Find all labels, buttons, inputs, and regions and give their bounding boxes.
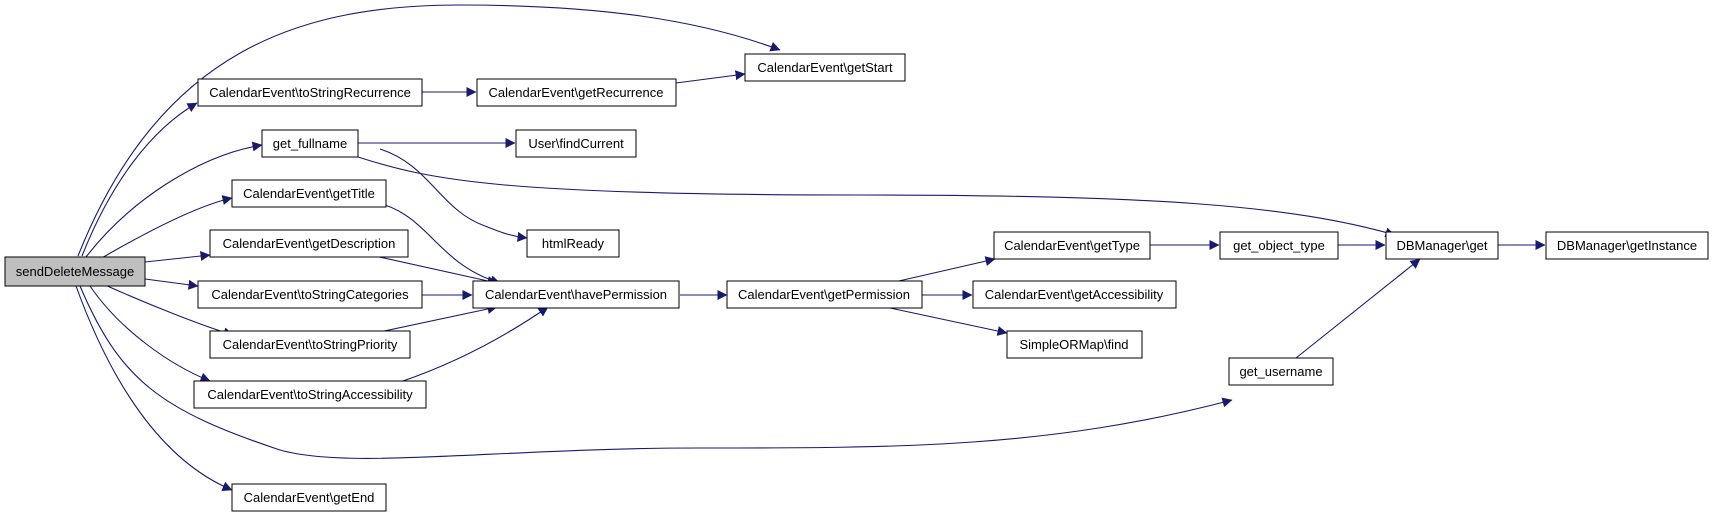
edge-get-title-to-have-permission bbox=[384, 204, 501, 286]
node-label: get_object_type bbox=[1233, 238, 1325, 253]
node-label: CalendarEvent\getPermission bbox=[738, 287, 910, 302]
node-html-ready[interactable]: htmlReady bbox=[526, 229, 620, 258]
node-label: CalendarEvent\toStringCategories bbox=[211, 287, 409, 302]
node-to-string-categories[interactable]: CalendarEvent\toStringCategories bbox=[197, 280, 423, 309]
node-box bbox=[972, 280, 1177, 309]
node-dbmanager-get-instance[interactable]: DBManager\getInstance bbox=[1545, 231, 1709, 260]
node-box bbox=[1219, 231, 1339, 260]
edge-send-delete-message-to-get-title bbox=[99, 195, 233, 260]
node-box bbox=[515, 129, 637, 158]
node-box bbox=[526, 229, 620, 258]
node-to-string-accessibility[interactable]: CalendarEvent\toStringAccessibility bbox=[193, 380, 427, 409]
edge-send-delete-message-to-get-description bbox=[144, 251, 211, 263]
edge-send-delete-message-to-to-string-accessibility bbox=[89, 285, 211, 383]
node-box bbox=[1385, 231, 1499, 260]
node-get-permission[interactable]: CalendarEvent\getPermission bbox=[726, 280, 923, 309]
node-box bbox=[744, 53, 906, 82]
edge-send-delete-message-to-to-string-categories bbox=[144, 278, 199, 290]
node-label: CalendarEvent\getRecurrence bbox=[489, 85, 664, 100]
node-label: SimpleORMap\find bbox=[1019, 337, 1128, 352]
node-label: CalendarEvent\getStart bbox=[757, 60, 893, 75]
node-box bbox=[231, 483, 387, 512]
edge-get-permission-to-simple-ormap-find bbox=[889, 307, 1008, 336]
edge-get-fullname-to-dbmanager-get bbox=[357, 156, 1396, 238]
node-box bbox=[209, 330, 411, 359]
edges bbox=[75, 4, 1546, 491]
node-box bbox=[1228, 357, 1334, 386]
edge-get-username-to-dbmanager-get bbox=[1295, 258, 1421, 359]
edge-send-delete-message-to-to-string-recurrence bbox=[81, 102, 198, 257]
edge-send-delete-message-to-get-fullname bbox=[85, 141, 263, 258]
node-box bbox=[726, 280, 923, 309]
edge-send-delete-message-to-get-start bbox=[77, 4, 781, 257]
node-get-description[interactable]: CalendarEvent\getDescription bbox=[209, 229, 409, 258]
node-box bbox=[4, 256, 146, 287]
node-user-find-current[interactable]: User\findCurrent bbox=[515, 129, 637, 158]
node-box bbox=[231, 179, 387, 208]
node-label: CalendarEvent\getEnd bbox=[244, 490, 375, 505]
node-label: get_fullname bbox=[273, 136, 347, 151]
node-label: get_username bbox=[1239, 364, 1322, 379]
edge-get-fullname-to-html-ready bbox=[379, 148, 528, 242]
node-label: CalendarEvent\toStringAccessibility bbox=[207, 387, 413, 402]
node-get-title[interactable]: CalendarEvent\getTitle bbox=[231, 179, 387, 208]
node-to-string-priority[interactable]: CalendarEvent\toStringPriority bbox=[209, 330, 411, 359]
node-label: CalendarEvent\getAccessibility bbox=[985, 287, 1164, 302]
node-get-type[interactable]: CalendarEvent\getType bbox=[993, 231, 1151, 260]
edge-get-permission-to-get-type bbox=[889, 256, 996, 284]
node-box bbox=[197, 78, 423, 107]
node-have-permission[interactable]: CalendarEvent\havePermission bbox=[472, 280, 680, 309]
node-get-object-type[interactable]: get_object_type bbox=[1219, 231, 1339, 260]
edge-to-string-priority-to-have-permission bbox=[374, 304, 498, 334]
edge-send-delete-message-to-get-end bbox=[75, 285, 233, 491]
node-box bbox=[1545, 231, 1709, 260]
node-get-start[interactable]: CalendarEvent\getStart bbox=[744, 53, 906, 82]
edge-get-description-to-have-permission bbox=[374, 255, 498, 286]
node-label: CalendarEvent\havePermission bbox=[485, 287, 667, 302]
node-get-end[interactable]: CalendarEvent\getEnd bbox=[231, 483, 387, 512]
node-box bbox=[209, 229, 409, 258]
node-send-delete-message[interactable]: sendDeleteMessage bbox=[4, 256, 146, 287]
node-get-accessibility[interactable]: CalendarEvent\getAccessibility bbox=[972, 280, 1177, 309]
node-box bbox=[1006, 330, 1143, 359]
node-get-fullname[interactable]: get_fullname bbox=[261, 129, 359, 158]
node-box bbox=[472, 280, 680, 309]
node-label: CalendarEvent\getType bbox=[1004, 238, 1140, 253]
node-box bbox=[993, 231, 1151, 260]
edge-to-string-accessibility-to-have-permission bbox=[399, 306, 549, 383]
node-box bbox=[193, 380, 427, 409]
edge-get-recurrence-to-get-start bbox=[675, 70, 746, 84]
node-label: CalendarEvent\getTitle bbox=[243, 186, 375, 201]
node-label: CalendarEvent\toStringRecurrence bbox=[209, 85, 411, 100]
node-label: User\findCurrent bbox=[528, 136, 624, 151]
node-get-username[interactable]: get_username bbox=[1228, 357, 1334, 386]
node-get-recurrence[interactable]: CalendarEvent\getRecurrence bbox=[476, 78, 677, 107]
node-label: sendDeleteMessage bbox=[16, 264, 135, 279]
node-dbmanager-get[interactable]: DBManager\get bbox=[1385, 231, 1499, 260]
node-label: DBManager\get bbox=[1396, 238, 1487, 253]
node-simple-ormap-find[interactable]: SimpleORMap\find bbox=[1006, 330, 1143, 359]
edge-send-delete-message-to-get-username bbox=[79, 285, 1233, 459]
node-to-string-recurrence[interactable]: CalendarEvent\toStringRecurrence bbox=[197, 78, 423, 107]
nodes: sendDeleteMessage CalendarEvent\toString… bbox=[4, 53, 1709, 512]
node-label: htmlReady bbox=[542, 236, 605, 251]
node-label: CalendarEvent\getDescription bbox=[223, 236, 396, 251]
node-box bbox=[197, 280, 423, 309]
node-box bbox=[476, 78, 677, 107]
node-label: DBManager\getInstance bbox=[1557, 238, 1697, 253]
node-label: CalendarEvent\toStringPriority bbox=[223, 337, 398, 352]
node-box bbox=[261, 129, 359, 158]
